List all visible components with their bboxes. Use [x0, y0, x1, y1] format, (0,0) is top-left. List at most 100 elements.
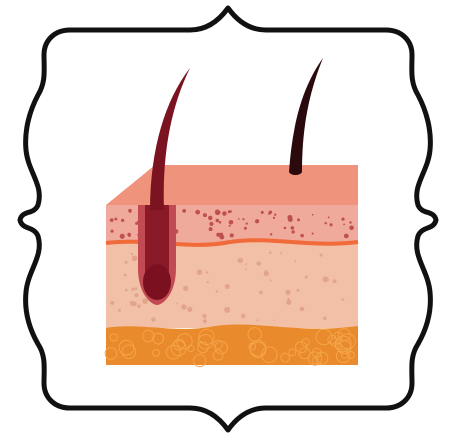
dermis-dot [131, 253, 133, 255]
epidermis-dot [288, 217, 293, 222]
dermis-dot [215, 290, 217, 292]
dermis-dot [181, 304, 186, 309]
epidermis-dot [195, 210, 200, 215]
dermis-dot [274, 319, 276, 321]
dermis-dot [225, 284, 230, 289]
epidermis-dot [255, 219, 259, 223]
dermis-dot [245, 269, 247, 271]
epidermis-dot [135, 222, 138, 225]
epidermis-dot [228, 210, 231, 213]
epidermis-dot [291, 226, 295, 230]
epidermis-dot [128, 235, 130, 237]
epidermis-dot [351, 227, 353, 229]
epidermis-dot [325, 222, 327, 224]
dermis-dot [280, 252, 282, 254]
dermis-dot [294, 260, 296, 262]
dermis-dot [124, 274, 127, 277]
epidermis-dot [328, 217, 330, 219]
dermis-dot [130, 301, 134, 305]
epidermis-dot [270, 233, 272, 235]
dermis-dot [134, 293, 138, 297]
epidermis-dot [261, 211, 264, 214]
epidermis-dot [238, 218, 240, 220]
dermis-dot [125, 289, 128, 292]
epidermis-dot [274, 214, 276, 216]
dermis-dot [143, 301, 145, 303]
epidermis-dot [273, 217, 275, 219]
dermis-dot [151, 317, 156, 322]
epidermis-dot [230, 233, 234, 237]
dermis-dot [224, 307, 230, 313]
epidermis-dot [349, 221, 351, 223]
dermis-dot [320, 254, 323, 257]
dermis-dot [131, 288, 134, 291]
dermis-dot [142, 298, 148, 304]
epidermis-dot [229, 225, 231, 227]
dermis-dot [183, 286, 188, 291]
epidermis-dot [341, 218, 344, 221]
epidermis-dot [209, 227, 213, 231]
dermis-dot [203, 319, 207, 323]
epidermis-dot [182, 209, 186, 213]
dermis-dot [202, 314, 206, 318]
epidermis-dot [343, 224, 345, 226]
dermis-dot [333, 279, 337, 283]
epidermis-dot [268, 213, 270, 215]
epidermis-dot [208, 216, 212, 220]
epidermis-dot [110, 218, 114, 222]
epidermis-dot [129, 211, 131, 213]
dermis-dot [124, 261, 127, 264]
dermis-dot [241, 314, 246, 319]
epidermis-dot [344, 234, 349, 239]
dermis-dot [256, 261, 261, 266]
hair-bulb [143, 264, 171, 300]
dermis-dot [135, 287, 138, 290]
dermis-dot [257, 319, 259, 321]
epidermis-dot [215, 219, 219, 223]
epidermis-dot [246, 223, 248, 225]
epidermis-dot [284, 227, 287, 230]
dermis-dot [259, 290, 263, 294]
dermis-dot [118, 309, 121, 312]
epidermis-dot [110, 230, 113, 233]
epidermis-dot [114, 218, 117, 221]
epidermis-dot [297, 218, 300, 221]
epidermis-dot [216, 233, 220, 237]
dermis-dot [296, 289, 299, 292]
epidermis-dot [300, 234, 304, 238]
dermis-dot [245, 264, 247, 266]
epidermis-dot [209, 222, 213, 226]
epidermis-dot [222, 211, 226, 215]
dermis-dot [176, 303, 178, 305]
epidermis-dot [312, 233, 314, 235]
dermis-dot [264, 271, 269, 276]
dermis-dot [206, 271, 209, 274]
epidermis-dot [312, 214, 314, 216]
epidermis-dot [229, 220, 234, 225]
dermis-dot [137, 304, 141, 308]
dermis-dot [285, 290, 291, 296]
epidermis-dot [291, 230, 294, 233]
epidermis-dot [330, 223, 333, 226]
dermis-dot [132, 255, 138, 261]
dermis-dot [238, 258, 243, 263]
dermis-dot [110, 301, 114, 305]
epidermis-dot [244, 227, 247, 230]
dermis-dot [341, 298, 344, 301]
epidermis-dot [121, 219, 124, 222]
dermis-dot [323, 316, 327, 320]
dermis-dot [286, 300, 291, 305]
dermis-dot [207, 281, 209, 283]
epidermis-dot [215, 210, 220, 215]
dermis-dot [269, 251, 272, 254]
epidermis-dot [219, 221, 222, 224]
dermis-dot [197, 269, 203, 275]
dermis-dot [187, 307, 192, 312]
epidermis-dot [242, 218, 244, 220]
dermis-dot [270, 279, 272, 281]
epidermis-dot [203, 213, 207, 217]
dermis-dot [300, 307, 304, 311]
dermis-dot [323, 276, 329, 282]
